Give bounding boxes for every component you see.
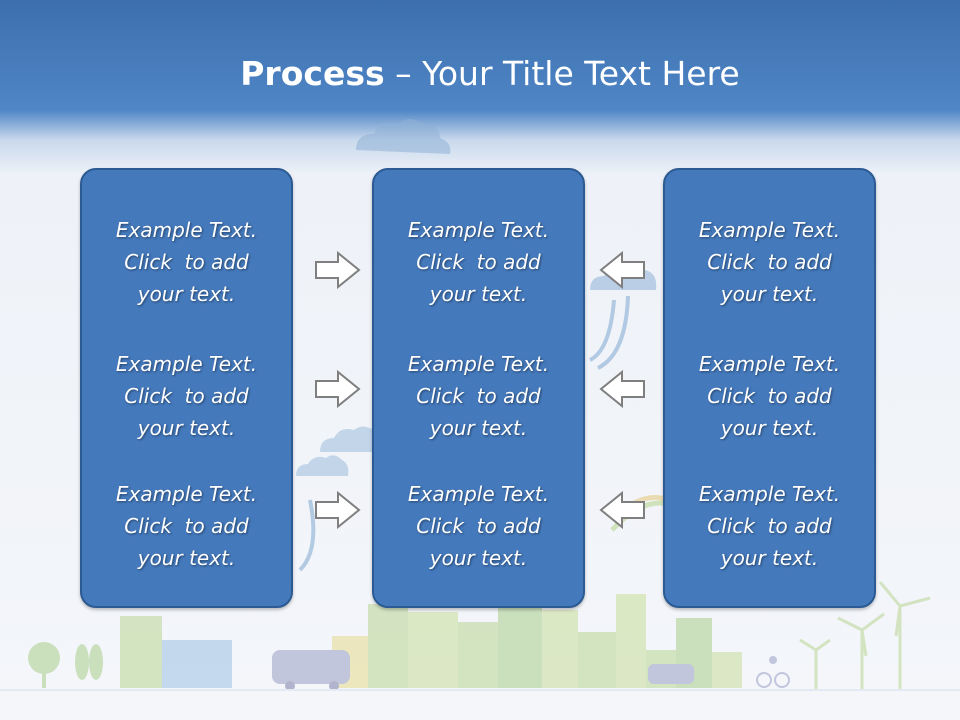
text-line: Click to add [416,384,541,408]
text-line: Example Text. [698,352,841,376]
process-panel-left[interactable]: Example Text. Click to add your text. Ex… [80,168,293,608]
text-line: Example Text. [698,218,841,242]
panel-text-block[interactable]: Example Text. Click to add your text. [374,348,583,444]
text-line: Example Text. [407,352,550,376]
panel-text-block[interactable]: Example Text. Click to add your text. [82,478,291,574]
arrow-right-icon[interactable] [314,369,362,409]
text-line: Example Text. [115,352,258,376]
panel-text-block[interactable]: Example Text. Click to add your text. [374,478,583,574]
panel-text-block[interactable]: Example Text. Click to add your text. [374,214,583,310]
arrow-left-icon[interactable] [598,250,646,290]
title-rest: – Your Title Text Here [384,54,740,93]
text-line: your text. [137,416,236,440]
arrow-right-icon[interactable] [314,250,362,290]
text-line: Click to add [124,514,249,538]
text-line: your text. [720,546,819,570]
arrow-left-icon[interactable] [598,490,646,530]
text-line: Example Text. [115,482,258,506]
text-line: Click to add [124,250,249,274]
text-line: Example Text. [698,482,841,506]
text-line: Click to add [416,514,541,538]
arrow-left-icon[interactable] [598,369,646,409]
title-bold: Process [240,54,385,93]
text-line: Click to add [707,384,832,408]
text-line: your text. [720,282,819,306]
text-line: Click to add [707,250,832,274]
text-line: Example Text. [407,482,550,506]
text-line: Click to add [124,384,249,408]
slide-title[interactable]: Process – Your Title Text Here [0,52,960,96]
text-line: your text. [429,282,528,306]
panel-text-block[interactable]: Example Text. Click to add your text. [82,214,291,310]
text-line: your text. [429,546,528,570]
text-line: Example Text. [407,218,550,242]
panel-text-block[interactable]: Example Text. Click to add your text. [665,478,874,574]
process-panel-right[interactable]: Example Text. Click to add your text. Ex… [663,168,876,608]
text-line: your text. [137,282,236,306]
arrow-right-icon[interactable] [314,490,362,530]
text-line: your text. [429,416,528,440]
text-line: Click to add [707,514,832,538]
panel-text-block[interactable]: Example Text. Click to add your text. [665,348,874,444]
panel-text-block[interactable]: Example Text. Click to add your text. [665,214,874,310]
text-line: your text. [720,416,819,440]
text-line: Click to add [416,250,541,274]
text-line: your text. [137,546,236,570]
panel-text-block[interactable]: Example Text. Click to add your text. [82,348,291,444]
text-line: Example Text. [115,218,258,242]
process-panel-center[interactable]: Example Text. Click to add your text. Ex… [372,168,585,608]
